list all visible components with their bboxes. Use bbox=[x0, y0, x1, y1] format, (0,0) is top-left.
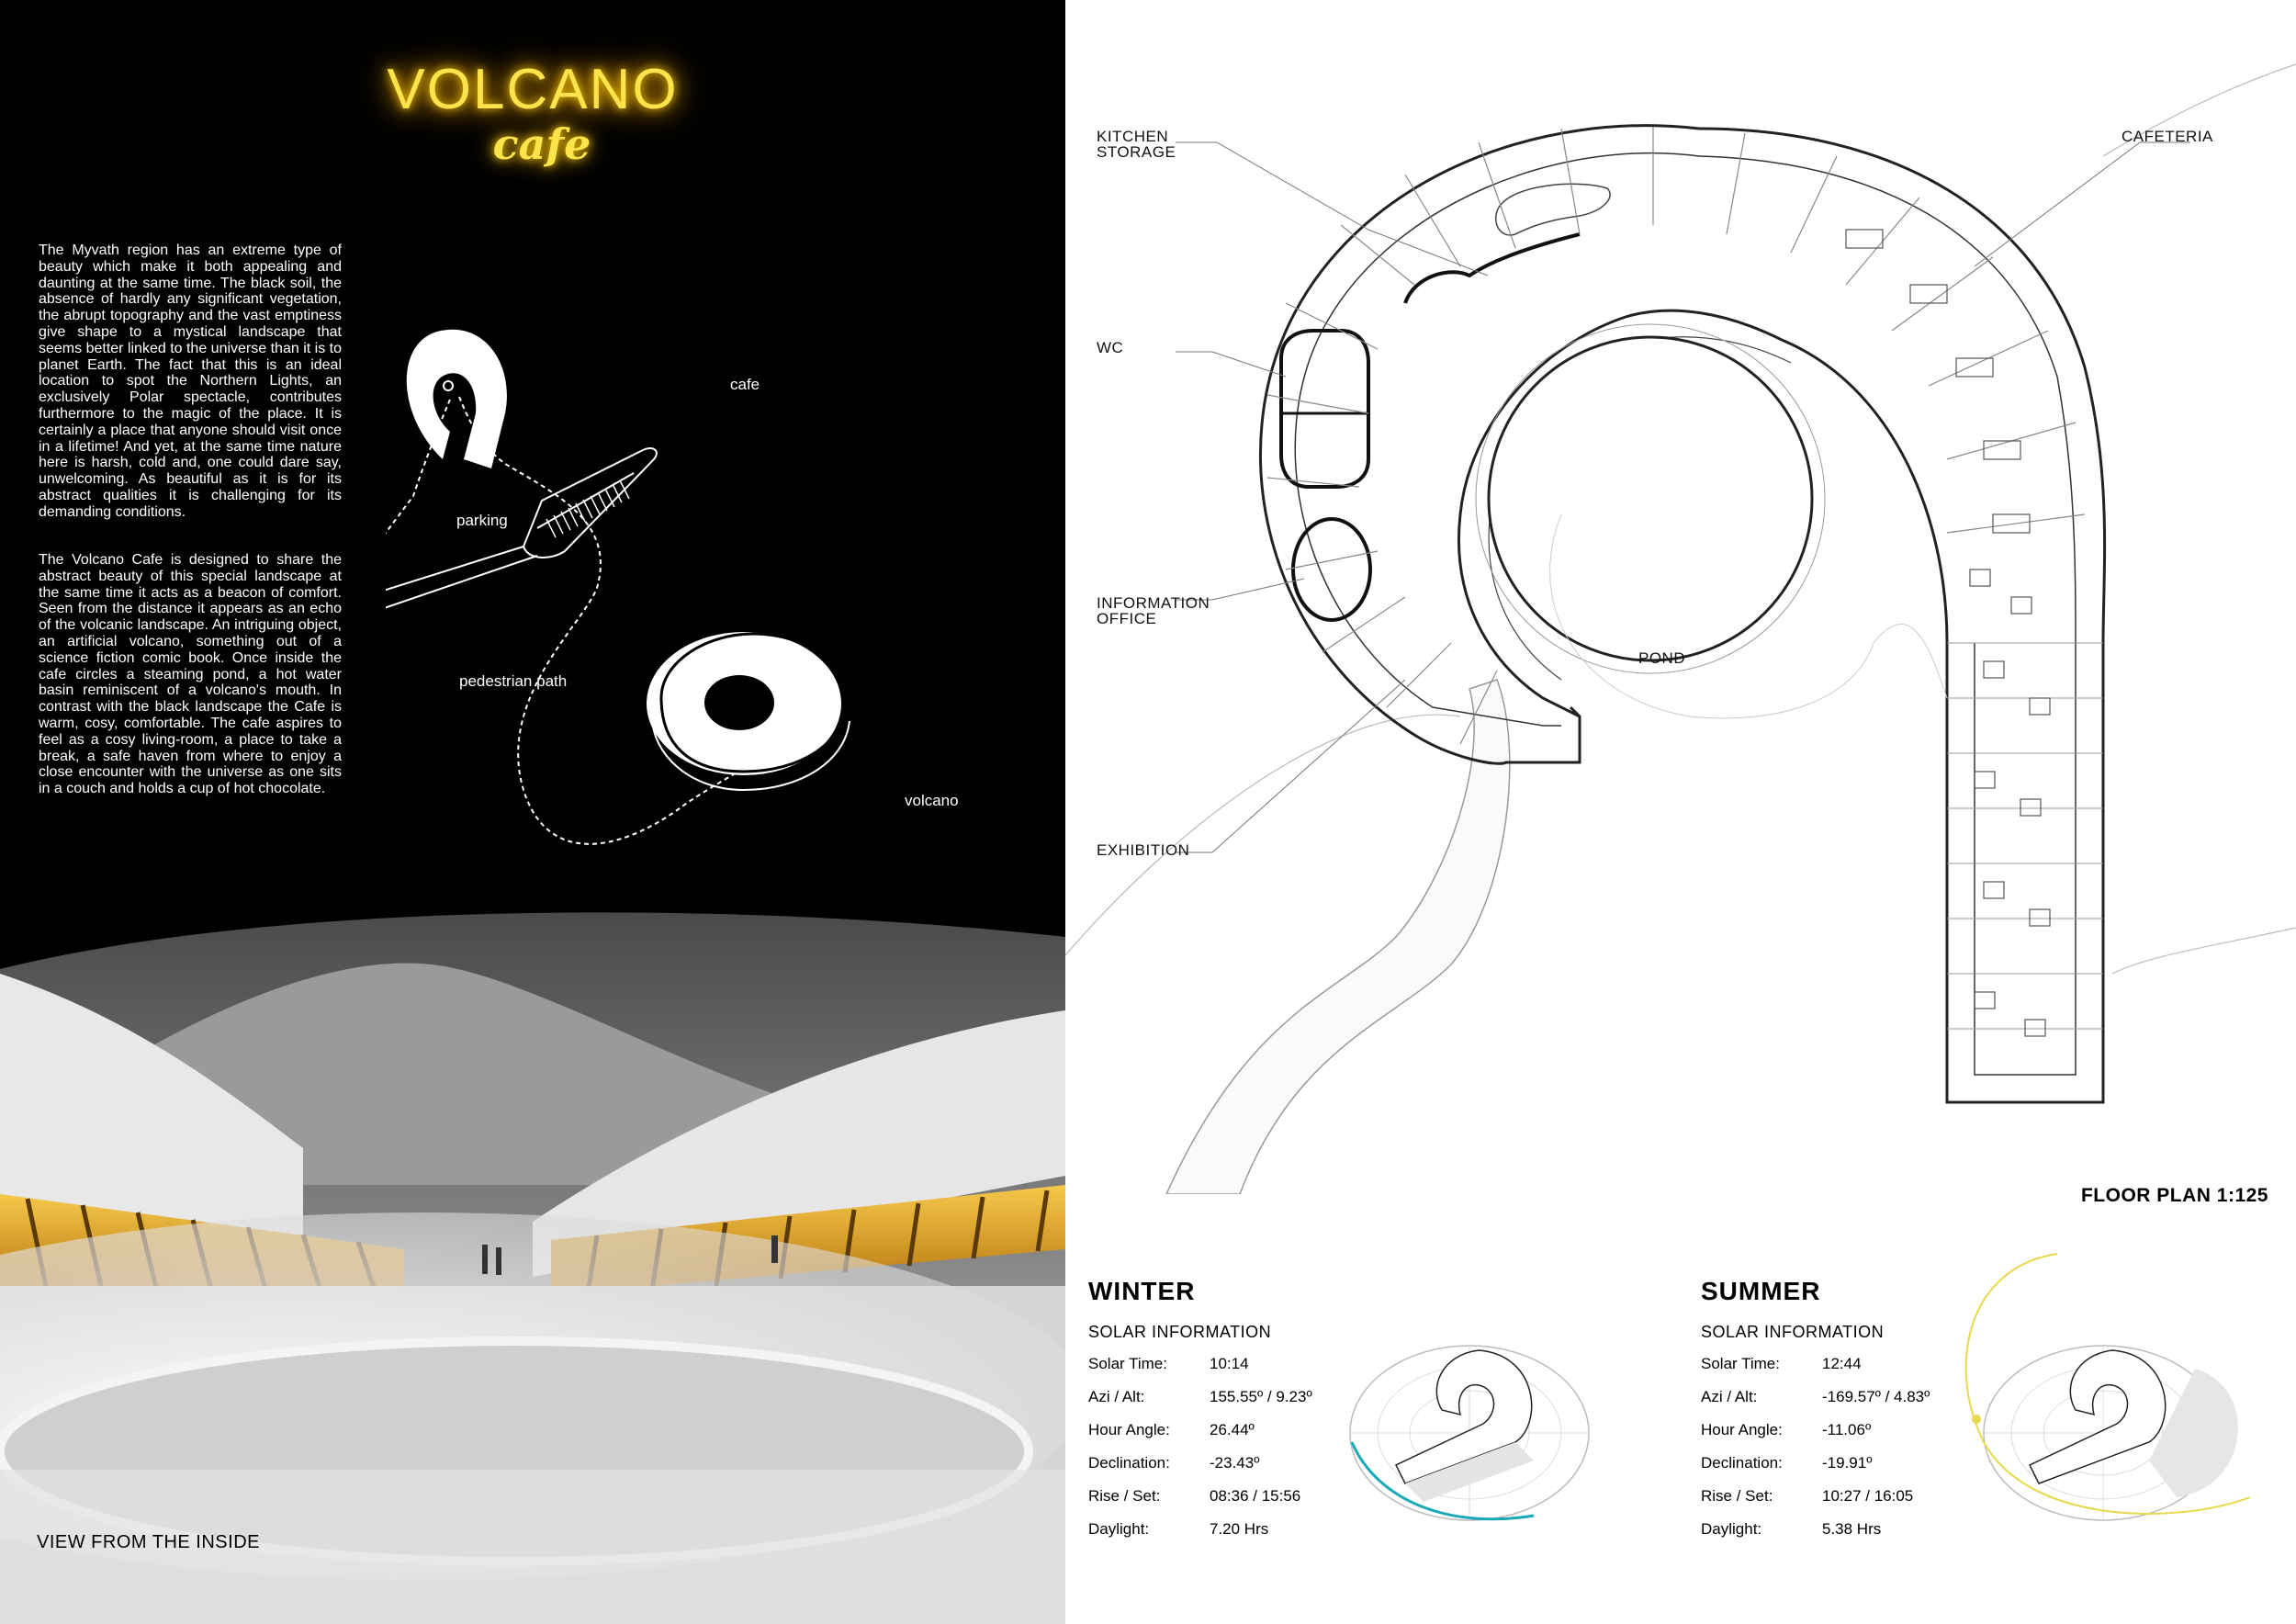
summer-solar-table: Solar Time: 12:44 Azi / Alt: -169.57º / 4.… bbox=[1701, 1348, 1930, 1546]
table-row: Rise / Set: 10:27 / 16:05 bbox=[1701, 1480, 1930, 1513]
label-cafeteria: CAFETERIA bbox=[2122, 128, 2213, 145]
solar-key: Azi / Alt: bbox=[1701, 1388, 1758, 1405]
solar-value: 12:44 bbox=[1822, 1355, 1862, 1372]
table-row: Solar Time: 12:44 bbox=[1701, 1348, 1930, 1381]
table-row: Rise / Set: 08:36 / 15:56 bbox=[1088, 1480, 1312, 1513]
summer-subtitle: SOLAR INFORMATION bbox=[1701, 1323, 1885, 1341]
winter-title: WINTER bbox=[1088, 1277, 1196, 1305]
solar-key: Solar Time: bbox=[1088, 1355, 1167, 1372]
winter-subtitle: SOLAR INFORMATION bbox=[1088, 1323, 1272, 1341]
table-row: Azi / Alt: -169.57º / 4.83º bbox=[1701, 1381, 1930, 1414]
solar-key: Hour Angle: bbox=[1701, 1421, 1783, 1438]
cafe-spiral-icon bbox=[406, 329, 507, 468]
site-plan-diagram bbox=[386, 329, 850, 845]
right-panel: KITCHEN STORAGE CAFETERIA WC INFORMATION… bbox=[1065, 0, 2296, 1624]
table-row: Hour Angle: 26.44º bbox=[1088, 1414, 1312, 1447]
spiral-building-plan bbox=[1259, 124, 2107, 1104]
solar-key: Hour Angle: bbox=[1088, 1421, 1170, 1438]
label-information-office: INFORMATION OFFICE bbox=[1097, 594, 1210, 627]
solar-value: -19.91º bbox=[1822, 1454, 1873, 1472]
view-caption: VIEW FROM THE INSIDE bbox=[37, 1532, 260, 1552]
solar-key: Daylight: bbox=[1701, 1520, 1762, 1538]
label-kitchen-storage: KITCHEN STORAGE bbox=[1097, 128, 1176, 161]
volcano-icon bbox=[647, 632, 850, 792]
site-label-volcano: volcano bbox=[905, 792, 959, 809]
solar-key: Declination: bbox=[1088, 1454, 1170, 1472]
solar-value: 26.44º bbox=[1210, 1421, 1255, 1438]
solar-key: Declination: bbox=[1701, 1454, 1783, 1472]
description-paragraph-2: The Volcano Cafe is designed to share th… bbox=[39, 552, 342, 797]
description-paragraph-1: The Myvath region has an extreme type of… bbox=[39, 242, 342, 520]
solar-key: Daylight: bbox=[1088, 1520, 1150, 1538]
floor-plan-title: FLOOR PLAN 1:125 bbox=[2080, 1185, 2268, 1206]
site-label-parking: parking bbox=[456, 512, 508, 529]
summer-sun-path-diagram bbox=[1964, 1253, 2251, 1521]
label-wc: WC bbox=[1097, 339, 1124, 356]
summer-title: SUMMER bbox=[1701, 1277, 1821, 1305]
solar-value: -23.43º bbox=[1210, 1454, 1260, 1472]
table-row: Solar Time: 10:14 bbox=[1088, 1348, 1312, 1381]
table-row: Hour Angle: -11.06º bbox=[1701, 1414, 1930, 1447]
interior-view-render bbox=[0, 912, 1065, 1624]
floor-plan-drawing bbox=[1065, 63, 2296, 1194]
table-row: Declination: -19.91º bbox=[1701, 1447, 1930, 1480]
logo-title: VOLCANO bbox=[387, 58, 679, 121]
parking-icon bbox=[386, 447, 658, 609]
solar-value: 155.55º / 9.23º bbox=[1210, 1388, 1312, 1405]
solar-value: 7.20 Hrs bbox=[1210, 1520, 1269, 1538]
winter-sun-path-diagram bbox=[1349, 1345, 1590, 1521]
solar-value: -11.06º bbox=[1822, 1421, 1872, 1438]
label-pond: POND bbox=[1638, 649, 1686, 667]
logo-subtitle: cafe bbox=[492, 119, 591, 169]
table-row: Daylight: 7.20 Hrs bbox=[1088, 1513, 1312, 1546]
site-label-cafe: cafe bbox=[730, 376, 760, 393]
label-exhibition: EXHIBITION bbox=[1097, 841, 1190, 859]
solar-value: 5.38 Hrs bbox=[1822, 1520, 1882, 1538]
solar-value: 10:27 / 16:05 bbox=[1822, 1487, 1914, 1505]
table-row: Daylight: 5.38 Hrs bbox=[1701, 1513, 1930, 1546]
winter-solar-table: Solar Time: 10:14 Azi / Alt: 155.55º / 9.2… bbox=[1088, 1348, 1312, 1546]
site-label-pedestrian-path: pedestrian path bbox=[459, 672, 568, 690]
solar-value: 08:36 / 15:56 bbox=[1210, 1487, 1301, 1505]
solar-value: -169.57º / 4.83º bbox=[1822, 1388, 1930, 1405]
solar-key: Rise / Set: bbox=[1088, 1487, 1161, 1505]
table-row: Declination: -23.43º bbox=[1088, 1447, 1312, 1480]
solar-key: Solar Time: bbox=[1701, 1355, 1780, 1372]
solar-key: Azi / Alt: bbox=[1088, 1388, 1145, 1405]
left-panel: VOLCANO cafe The Myvath region has an ex… bbox=[0, 0, 1065, 1624]
solar-key: Rise / Set: bbox=[1701, 1487, 1773, 1505]
table-row: Azi / Alt: 155.55º / 9.23º bbox=[1088, 1381, 1312, 1414]
solar-value: 10:14 bbox=[1210, 1355, 1249, 1372]
